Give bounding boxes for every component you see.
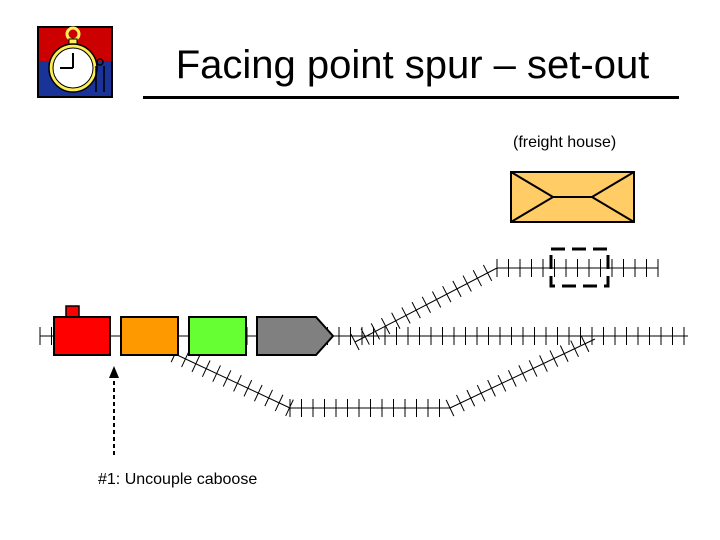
track-tie [487,379,496,397]
track-tie [421,296,431,314]
track-tie [497,374,507,392]
track-tie [350,333,360,351]
track-tie [466,389,476,407]
title-underline [143,96,679,99]
track-tie [274,394,284,412]
freight-house [510,171,635,223]
stopwatch-icon [37,26,113,98]
locomotive [256,316,335,356]
track-tie [580,335,590,353]
track-tie [181,350,190,368]
track-tie [462,275,472,292]
track-tie [233,374,242,392]
track-tie [539,355,548,372]
track-tie [253,384,263,402]
track-tie [401,307,411,324]
track-tie [445,399,455,417]
rail [174,353,291,409]
track-tie [528,360,538,377]
lower-siding-curve-left [170,345,294,417]
slide-title: Facing point spur – set-out [175,43,650,87]
track-tie [431,291,442,308]
lower-siding-track [289,399,450,417]
spur-track [496,259,659,277]
track-tie [391,312,401,329]
caboose-car [53,316,111,356]
track-tie [201,360,211,378]
track-tie [264,389,273,407]
freight-house-label: (freight house) [513,134,617,151]
track-tie [559,345,569,362]
orange-car [120,316,179,356]
track-tie [507,370,517,387]
track-tie [456,394,465,412]
track-tie [370,323,380,340]
spur-ladder-track [350,264,498,351]
track-tie [380,317,391,335]
lower-siding-curve-right [445,335,596,417]
track-tie [472,270,482,287]
track-tie [222,370,232,387]
track-tie [243,379,253,397]
track-tie [476,384,486,402]
step-label: #1: Uncouple caboose [98,471,258,488]
track-tie [360,328,370,345]
track-tie [411,301,421,319]
track-tie [518,365,528,382]
track-tie [212,365,221,382]
train [53,305,335,356]
track-tie [549,350,559,367]
track-tie [452,280,462,298]
track-tie [570,340,579,358]
track-tie [482,264,493,282]
green-car [188,316,247,356]
uncouple-arrow-icon [109,366,119,455]
track-tie [191,355,201,373]
track-tie [442,285,452,303]
